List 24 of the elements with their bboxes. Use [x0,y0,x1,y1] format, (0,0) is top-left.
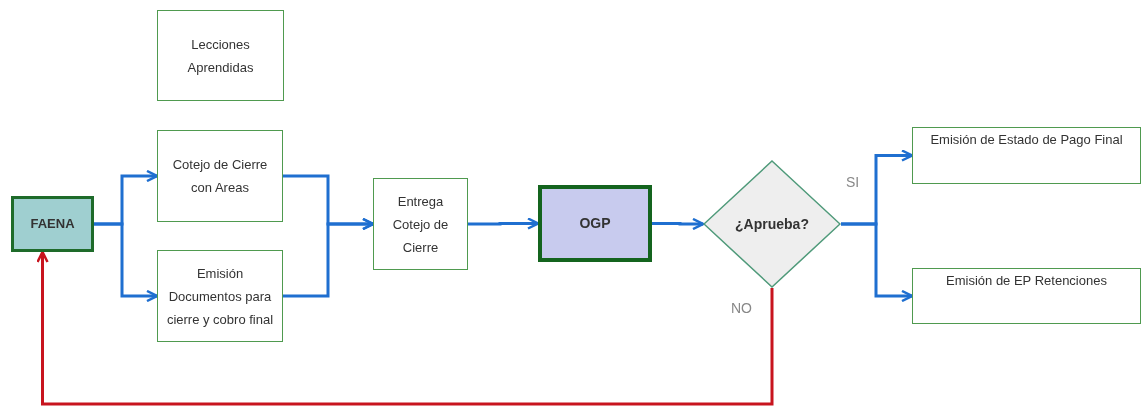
process-box [157,130,283,222]
node-label: Emisión de EP Retenciones [946,272,1107,290]
arrow [841,222,914,303]
arrow [36,250,774,406]
node-label: Cotejo de Cierre con Areas [171,156,269,197]
arrow [94,222,159,303]
process-box [157,250,283,342]
arrow [652,217,705,231]
decision-diamond [703,160,841,288]
arrow [468,217,540,230]
node-label: OGP [579,214,611,233]
process-box [11,196,94,252]
node-label: FAENA [30,215,75,234]
process-box [912,268,1141,324]
process-box [912,127,1141,184]
node-label: Lecciones Aprendidas [186,35,255,77]
node-label: Emisión de Estado de Pago Final [930,131,1123,149]
process-box [538,185,652,262]
process-box [373,178,468,270]
node-label: ¿Aprueba? [735,214,809,234]
node-label: Entrega Cotejo de Cierre [391,192,450,257]
arrow [283,217,375,298]
node-label: Emisión Documentos para cierre y cobro final [166,264,274,329]
process-box [157,10,284,101]
